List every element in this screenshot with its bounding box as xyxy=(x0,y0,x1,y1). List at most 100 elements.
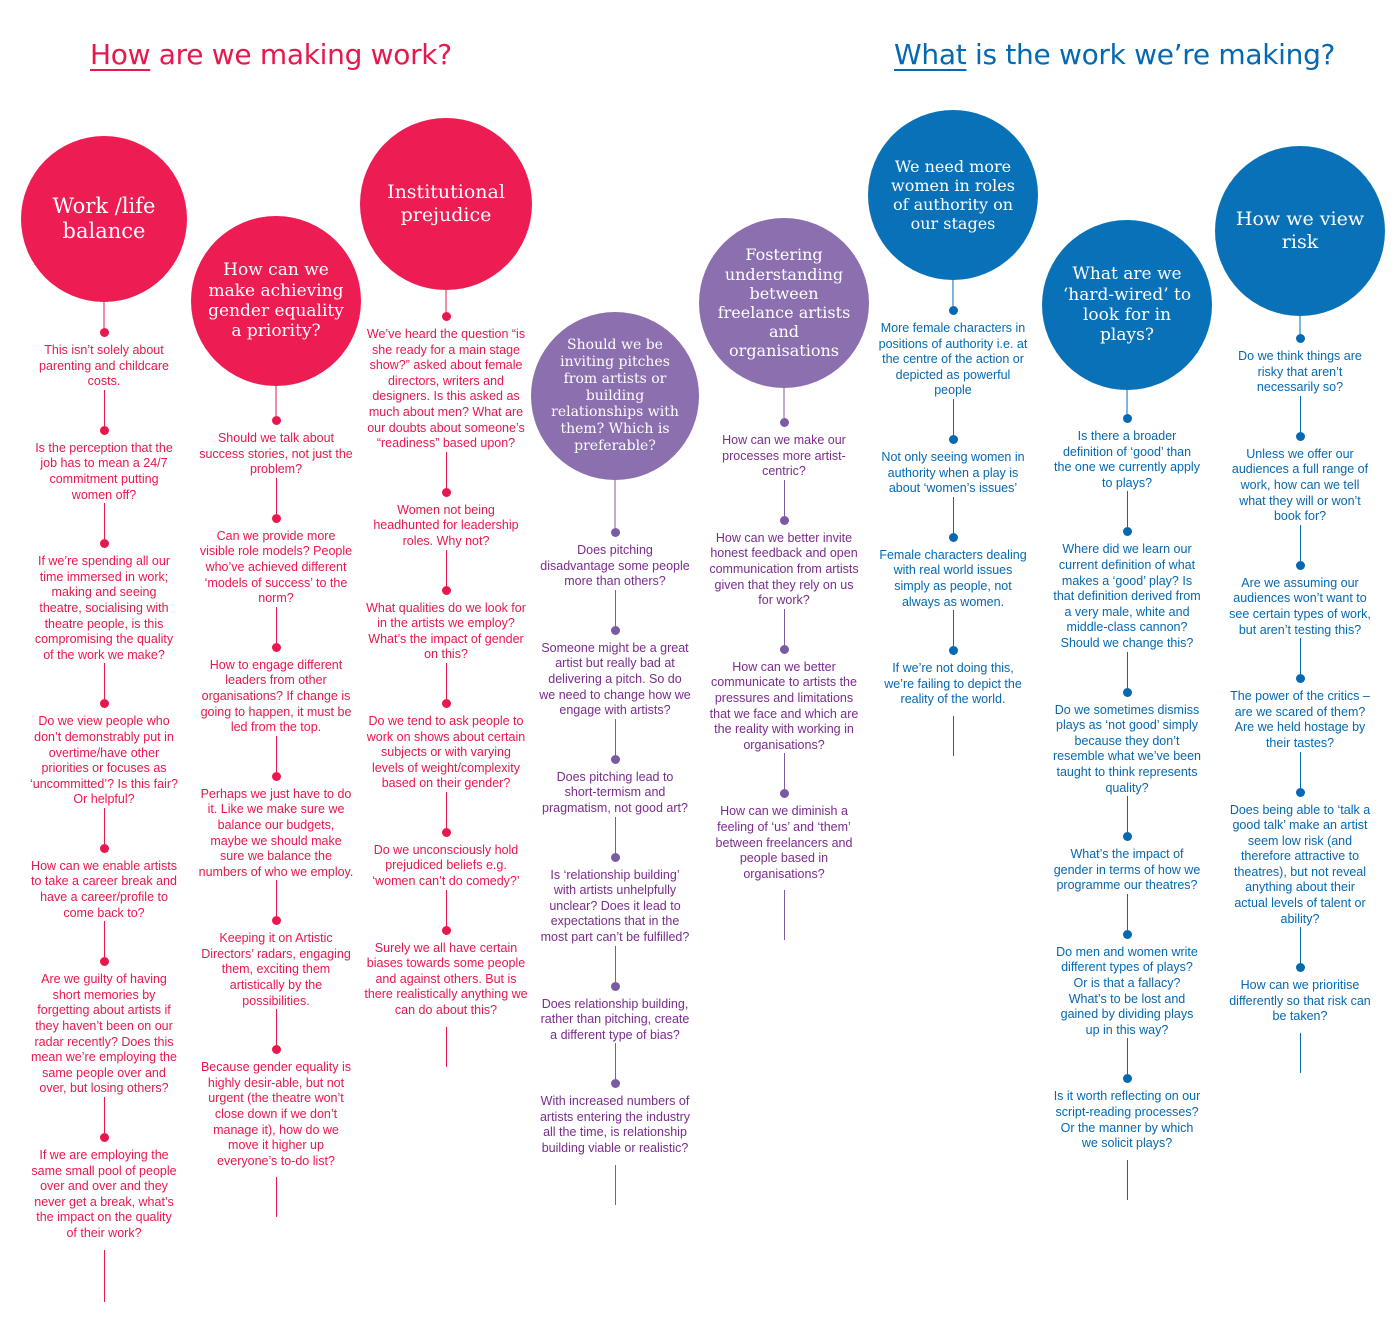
question-text: Does pitching disadvantage some people m… xyxy=(540,543,690,589)
connector-line xyxy=(952,610,954,647)
question-item: Does pitching lead to short-termism and … xyxy=(537,718,693,817)
node-dot xyxy=(1122,527,1132,537)
question-text: Because gender equality is highly desir-… xyxy=(200,1060,352,1168)
question-item: More female characters in positions of a… xyxy=(875,306,1031,399)
topic-title: What are we ‘hard-wired’ to look for in … xyxy=(1062,264,1192,346)
node-dot xyxy=(271,771,281,781)
connector-line xyxy=(1299,751,1301,788)
topic-circle: How we view risk xyxy=(1215,146,1385,316)
connector-line-end xyxy=(103,1249,105,1302)
question-item: Unless we offer our audiences a full ran… xyxy=(1225,395,1375,525)
connector-line xyxy=(275,1009,277,1046)
node-dot xyxy=(99,699,109,709)
question-text: How can we make our processes more artis… xyxy=(722,433,846,479)
node-dot xyxy=(1295,560,1305,570)
node-dot xyxy=(610,528,620,537)
question-item: How can we better communicate to artists… xyxy=(704,608,864,754)
connector-line-end xyxy=(275,1177,277,1218)
connector-line xyxy=(1126,893,1128,930)
node-dot xyxy=(271,642,281,652)
node-dot xyxy=(610,1079,620,1089)
node-dot xyxy=(99,1133,109,1142)
node-dot xyxy=(271,1045,281,1055)
question-item: Are we guilty of having short memories b… xyxy=(28,921,180,1097)
heading-left-rest: are we making work? xyxy=(150,38,452,71)
connector-line xyxy=(445,791,447,828)
question-text: Surely we all have certain biases toward… xyxy=(364,940,528,1018)
question-item: If we’re spending all our time immersed … xyxy=(28,503,180,663)
question-text: This isn’t solely about parenting and ch… xyxy=(39,343,169,389)
question-text: Do men and women write different types o… xyxy=(1056,944,1198,1037)
question-text: Do we unconsciously hold prejudiced beli… xyxy=(372,842,520,889)
question-item: Do we think things are risky that aren’t… xyxy=(1225,334,1375,396)
connector-line xyxy=(1299,316,1301,334)
heading-left-underlined: How xyxy=(90,38,151,71)
connector-line xyxy=(1126,1038,1128,1075)
topic-circle: Institutional prejudice xyxy=(360,118,532,290)
connector-line xyxy=(103,302,105,328)
connector-line xyxy=(1299,395,1301,432)
node-dot xyxy=(1295,674,1305,684)
node-dot xyxy=(99,425,109,435)
question-item: This isn’t solely about parenting and ch… xyxy=(28,328,180,390)
question-text: Do we think things are risky that aren’t… xyxy=(1238,349,1362,395)
connector-line xyxy=(1299,524,1301,561)
node-dot xyxy=(1295,431,1305,441)
topic-circle: Should we be inviting pitches from artis… xyxy=(531,312,699,480)
topic-circle: We need more women in roles of authority… xyxy=(868,110,1038,280)
topic-circle: Work /life balance xyxy=(21,136,187,302)
connector-line xyxy=(614,945,616,982)
node-dot xyxy=(271,916,281,926)
connector-line xyxy=(445,662,447,699)
question-text: If we’re not doing this, we’re failing t… xyxy=(884,661,1022,707)
connector-line xyxy=(103,807,105,844)
question-text: The power of the critics – are we scared… xyxy=(1230,689,1370,750)
topic-circle: Fostering understanding between freelanc… xyxy=(699,218,869,388)
node-dot xyxy=(271,416,281,425)
question-item: The power of the critics – are we scared… xyxy=(1225,638,1375,751)
question-item: Does relationship building, rather than … xyxy=(537,945,693,1044)
connector-line xyxy=(275,477,277,514)
question-list: Is there a broader definition of ‘good’ … xyxy=(1051,414,1203,1200)
question-item: If we are employing the same small pool … xyxy=(28,1097,180,1242)
connector-line xyxy=(275,386,277,416)
node-dot xyxy=(610,754,620,764)
question-item: How to engage different leaders from oth… xyxy=(196,606,356,736)
question-item: Surely we all have certain biases toward… xyxy=(362,889,530,1019)
question-item: Do men and women write different types o… xyxy=(1051,893,1203,1039)
node-dot xyxy=(441,585,451,595)
question-text: Do we view people who don’t demonstrably… xyxy=(30,714,178,807)
question-item: Does being able to ‘talk a good talk’ ma… xyxy=(1225,751,1375,928)
connector-line xyxy=(103,1097,105,1133)
topic-title: We need more women in roles of authority… xyxy=(891,156,1015,234)
node-dot xyxy=(948,434,958,444)
question-text: Someone might be a great artist but real… xyxy=(539,640,691,718)
question-item: Female characters dealing with real worl… xyxy=(875,496,1031,610)
question-item: Is there a broader definition of ‘good’ … xyxy=(1051,414,1203,491)
connector-line xyxy=(783,388,785,418)
node-dot xyxy=(99,539,109,549)
question-text: Is it worth reflecting on our script-rea… xyxy=(1053,1089,1201,1151)
connector-line xyxy=(614,1043,616,1080)
connector-line xyxy=(103,921,105,958)
connector-line xyxy=(275,735,277,772)
node-dot xyxy=(441,487,451,497)
question-item: Do we unconsciously hold prejudiced beli… xyxy=(362,791,530,890)
connector-line xyxy=(614,480,616,528)
question-item: Can we provide more visible role models?… xyxy=(196,477,356,607)
question-text: How can we better invite honest feedback… xyxy=(709,530,859,608)
node-dot xyxy=(1295,787,1305,797)
question-text: Can we provide more visible role models?… xyxy=(199,528,353,606)
node-dot xyxy=(779,515,789,525)
question-text: Female characters dealing with real worl… xyxy=(879,547,1027,609)
node-dot xyxy=(610,625,620,635)
connector-line-end xyxy=(1299,1033,1301,1074)
topic-title: Should we be inviting pitches from artis… xyxy=(551,337,679,454)
question-text: If we’re spending all our time immersed … xyxy=(34,554,174,662)
connector-line xyxy=(445,889,447,926)
connector-line-end xyxy=(783,890,785,941)
question-item: Do we view people who don’t demonstrably… xyxy=(28,663,180,808)
connector-line xyxy=(952,398,954,435)
question-text: Unless we offer our audiences a full ran… xyxy=(1231,446,1369,524)
heading-right-underlined: What xyxy=(894,38,967,71)
